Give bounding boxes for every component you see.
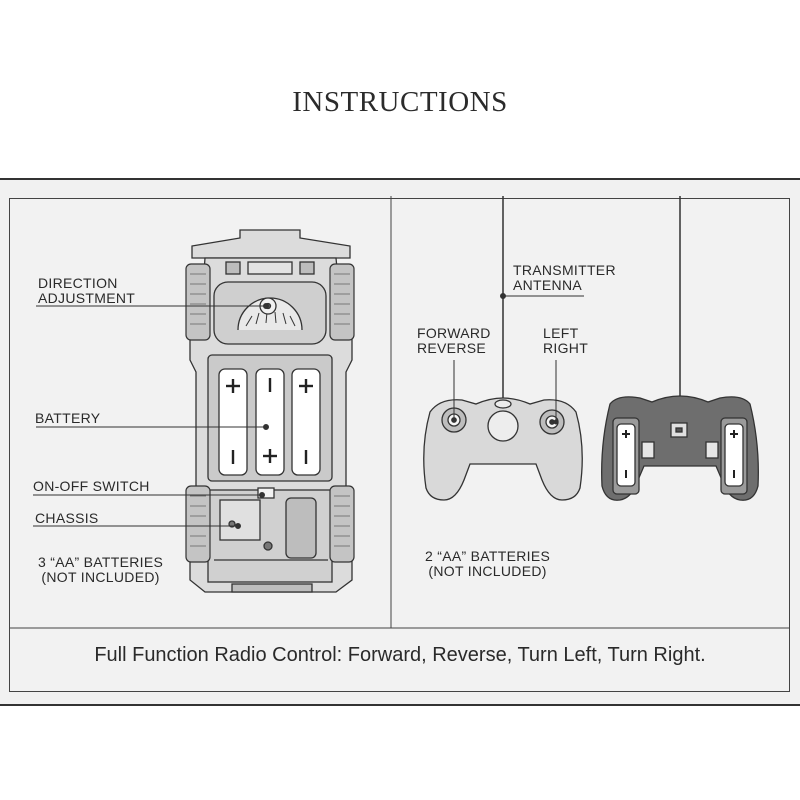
car-wheels	[185, 263, 355, 563]
left-right-label: LEFT RIGHT	[543, 326, 588, 356]
car-battery-2	[255, 368, 285, 476]
car-leader-lines	[33, 303, 269, 529]
car-battery-1	[218, 368, 248, 476]
forward-reverse-label: FORWARD REVERSE	[417, 326, 491, 356]
remote-leader-lines	[451, 293, 584, 425]
transmitter-antenna-label-line2: ANTENNA	[513, 277, 582, 293]
wheel-rear-left	[185, 485, 211, 563]
remote-batteries-note-line1: 2 “AA” BATTERIES	[425, 548, 551, 564]
function-summary-caption: Full Function Radio Control: Forward, Re…	[94, 644, 706, 666]
wheel-front-right	[329, 263, 355, 341]
remote-battery-right	[724, 423, 744, 487]
car-batteries-note-line1: 3 “AA” BATTERIES	[38, 554, 164, 570]
transmitter-antenna-label: TRANSMITTER ANTENNA	[513, 263, 616, 293]
car-batteries-note: 3 “AA” BATTERIES (NOT INCLUDED)	[38, 555, 163, 585]
transmitter-antenna-label-line1: TRANSMITTER	[513, 262, 616, 278]
direction-adjustment-label: DIRECTION ADJUSTMENT	[38, 276, 135, 306]
forward-reverse-label-line2: REVERSE	[417, 340, 487, 356]
remote-front-illustration	[423, 196, 583, 501]
wheel-rear-right	[329, 485, 355, 563]
car-battery-3	[291, 368, 321, 476]
remote-battery-left	[616, 423, 636, 487]
direction-adjustment-label-line1: DIRECTION	[38, 275, 118, 291]
battery-label: BATTERY	[35, 410, 101, 426]
chassis-label: CHASSIS	[35, 510, 99, 526]
car-batteries-note-line2: (NOT INCLUDED)	[41, 569, 160, 585]
antenna-mount	[494, 399, 512, 409]
page-title: INSTRUCTIONS	[292, 86, 508, 118]
remote-back-body	[601, 395, 759, 501]
remote-batteries-note-line2: (NOT INCLUDED)	[428, 563, 547, 579]
on-off-switch	[257, 487, 275, 499]
left-right-label-line2: RIGHT	[543, 340, 589, 356]
remote-back-illustration	[601, 196, 759, 501]
power-dial	[487, 410, 519, 442]
car-batteries	[218, 368, 321, 476]
forward-reverse-label-line1: FORWARD	[417, 325, 491, 341]
car-rear-bumper	[191, 229, 351, 259]
direction-adjustment-label-line2: ADJUSTMENT	[38, 290, 136, 306]
on-off-switch-label: ON-OFF SWITCH	[33, 478, 150, 494]
remote-battery-polarity	[622, 430, 738, 478]
battery-polarity-marks	[226, 378, 313, 464]
wheel-front-left	[185, 263, 211, 341]
remote-batteries-note: 2 “AA” BATTERIES (NOT INCLUDED)	[425, 549, 550, 579]
left-right-label-line1: LEFT	[543, 325, 579, 341]
